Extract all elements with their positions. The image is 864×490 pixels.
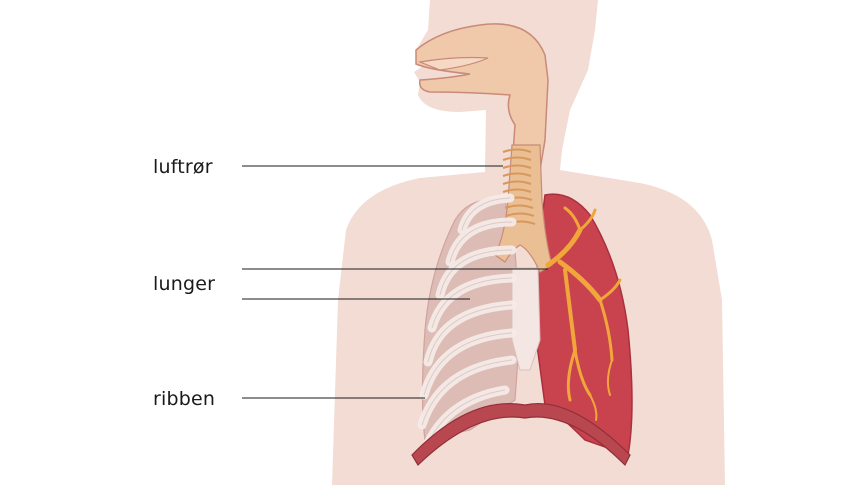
lungs-label: lunger (153, 273, 216, 295)
rib-outlines (421, 197, 513, 451)
sternum (511, 267, 541, 371)
trachea (494, 144, 553, 273)
diaphragm (411, 403, 631, 467)
trachea-rings (502, 148, 536, 225)
oral-cavity (417, 56, 489, 71)
leader-lines (242, 165, 548, 399)
ribs-label: ribben (153, 388, 216, 410)
bronchi-tree (545, 206, 622, 421)
trachea-label: luftrør (153, 156, 213, 178)
